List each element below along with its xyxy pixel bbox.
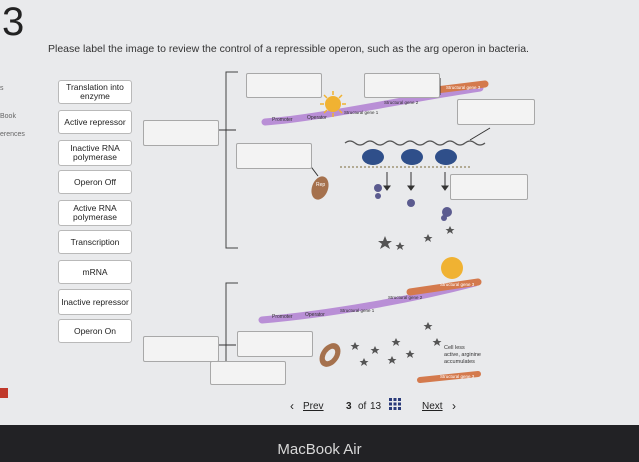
text-operator-bottom: Operator (305, 312, 325, 318)
instruction-text: Please label the image to review the con… (48, 43, 529, 55)
prev-button[interactable]: Prev (303, 401, 324, 412)
text-active-arginine: active, arginine (444, 352, 481, 358)
corepressor-bottom (441, 257, 463, 279)
drop-target-2[interactable] (364, 73, 440, 98)
text-accumulates: accumulates (444, 359, 475, 365)
text-rep: Rep (316, 182, 325, 188)
text-structural-gene-1: Structural gene 1 (344, 110, 379, 115)
question-number: 3 (2, 0, 25, 44)
mrna-strand (344, 140, 486, 146)
chevron-left-icon[interactable]: ‹ (290, 399, 294, 413)
sidebar-link-book[interactable]: Book (0, 113, 16, 120)
label-transcription[interactable]: Transcription (58, 230, 132, 254)
label-inactive-repressor[interactable]: Inactive repressor (58, 289, 132, 315)
label-operon-on[interactable]: Operon On (58, 319, 132, 343)
drop-target-9[interactable] (210, 361, 286, 385)
bracket-top (225, 71, 238, 249)
drop-target-3[interactable] (457, 99, 535, 125)
text-structural-gene-1-bottom: Structural gene 1 (340, 308, 375, 313)
arginine-stars (378, 226, 455, 250)
drop-target-5[interactable] (236, 143, 312, 169)
label-active-rna-polymerase[interactable]: Active RNA polymerase (58, 200, 132, 226)
text-structural-gene-2: Structural gene 2 (384, 100, 419, 105)
arginine-stars-bottom (350, 322, 442, 366)
current-page: 3 (346, 401, 352, 412)
label-operon-off[interactable]: Operon Off (58, 170, 132, 194)
ribosomes (362, 149, 457, 165)
operon-diagram: Promoter Operator Structural gene 1 Stru… (218, 71, 491, 383)
drop-target-7[interactable] (237, 331, 313, 357)
leader-lines (218, 78, 491, 346)
sidebar-link-1[interactable]: s (0, 85, 4, 92)
flag-marker (0, 388, 8, 398)
drop-target-6[interactable] (450, 174, 528, 200)
next-button[interactable]: Next (422, 401, 443, 412)
corepressor-top (320, 91, 346, 117)
chevron-right-icon[interactable]: › (452, 399, 456, 413)
page-of: of (358, 401, 367, 412)
gene-strand-bottom-end (406, 278, 482, 296)
text-promoter-bottom: Promoter (272, 314, 293, 320)
total-pages: 13 (370, 401, 382, 412)
sidebar-link-references[interactable]: erences (0, 131, 25, 138)
repressor-top (311, 176, 329, 200)
label-translation-into-enzyme[interactable]: Translation into enzyme (58, 80, 132, 104)
text-promoter: Promoter (272, 117, 293, 123)
text-structural-gene-2-bottom: Structural gene 2 (388, 295, 423, 300)
label-inactive-rna-polymerase[interactable]: Inactive RNA polymerase (58, 140, 132, 166)
text-structural-gene-3: Structural gene 3 (446, 85, 481, 90)
drop-target-1[interactable] (246, 73, 322, 98)
text-structural-gene-3-lower: Structural gene 3 (440, 374, 475, 379)
laptop-bezel (0, 425, 639, 462)
label-active-repressor[interactable]: Active repressor (58, 110, 132, 134)
translation-arrows (383, 172, 449, 191)
device-label: MacBook Air (277, 441, 362, 458)
text-operator: Operator (307, 115, 327, 121)
gene-strand-top (261, 84, 484, 126)
navigation-bar: ‹ Prev 3 of 13 Next › (0, 392, 639, 420)
drop-target-4[interactable] (143, 120, 219, 146)
enzymes (374, 184, 452, 221)
text-structural-gene-3-bottom: Structural gene 3 (440, 282, 475, 287)
screen: 3 Please label the image to review the c… (0, 0, 639, 425)
repressor-bottom (319, 343, 341, 367)
drop-target-8[interactable] (143, 336, 219, 362)
gene-strand-bottom-2 (417, 371, 481, 383)
label-mrna[interactable]: mRNA (58, 260, 132, 284)
text-cell-less: Cell less (444, 345, 465, 351)
grid-icon[interactable] (389, 398, 401, 410)
